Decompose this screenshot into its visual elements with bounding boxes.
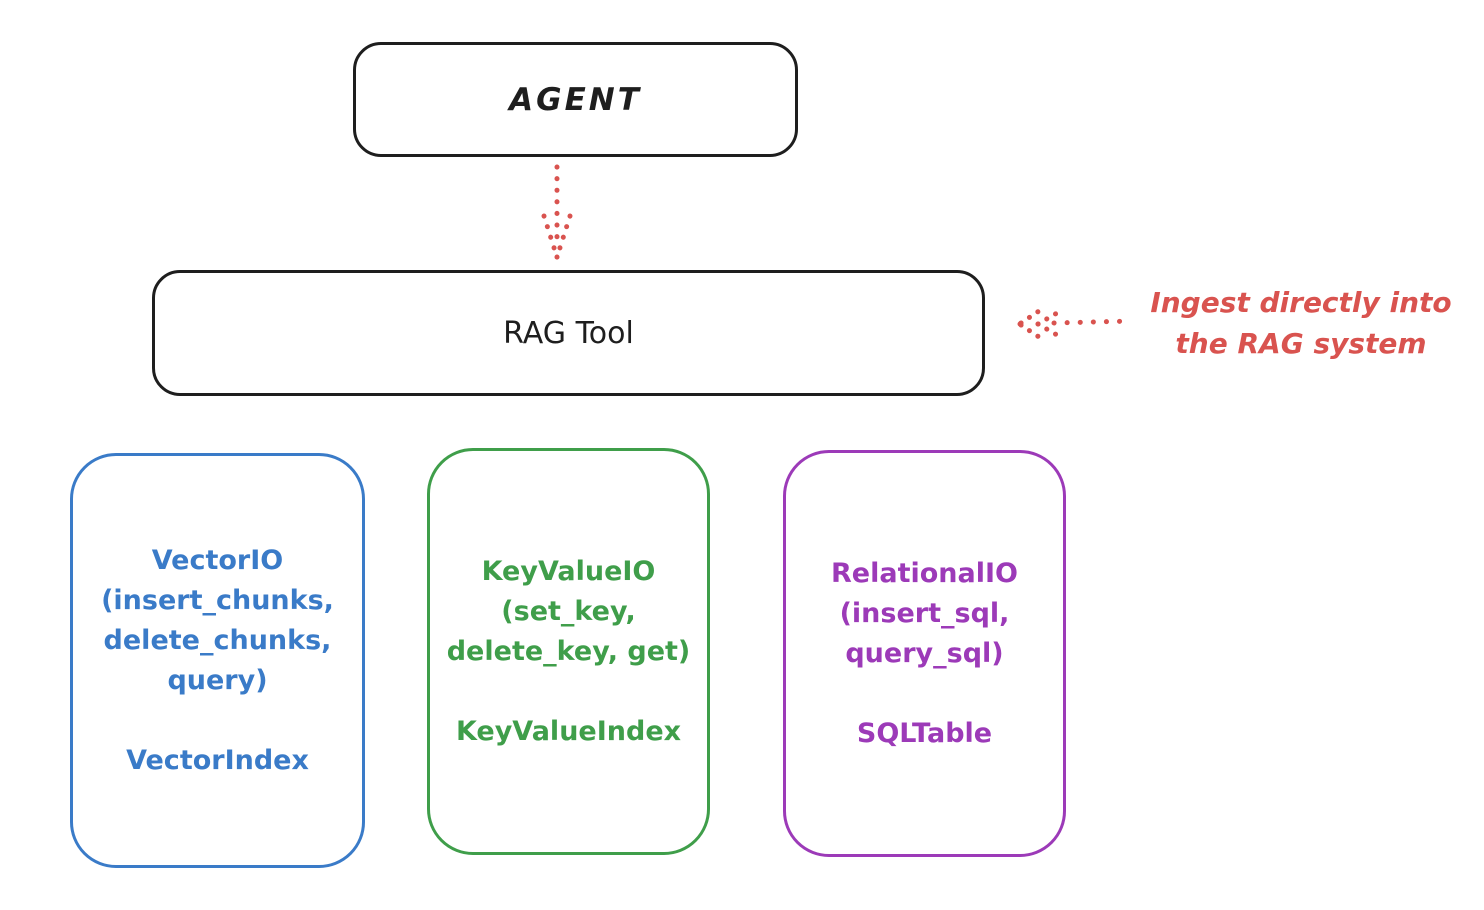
ingest-annotation-line1: Ingest directly into [1150,286,1452,319]
relational-io-box: RelationalIO (insert_sql, query_sql) SQL… [783,450,1066,857]
rag-tool-box: RAG Tool [152,270,985,396]
agent-label: AGENT [509,81,642,118]
rag-tool-label: RAG Tool [503,315,634,351]
ingest-annotation: Ingest directly into the RAG system [1128,282,1474,364]
keyvalue-index-label: KeyValueIndex [455,715,682,747]
relational-io-methods-line2: query_sql) [845,637,1004,669]
ingest-annotation-line2: the RAG system [1175,327,1427,360]
relational-io-title: RelationalIO [831,557,1018,589]
vector-io-methods-line1: (insert_chunks, [101,584,334,616]
vector-io-methods-line3: query) [167,664,268,696]
vector-io-title: VectorIO [151,544,284,576]
keyvalue-io-title: KeyValueIO [481,555,656,587]
relational-io-methods-line1: (insert_sql, [839,597,1010,629]
keyvalue-io-methods-line2: delete_key, get) [446,635,691,667]
vector-index-label: VectorIndex [126,744,309,776]
vector-io-box: VectorIO (insert_chunks, delete_chunks, … [70,453,365,868]
ingest-dotted-arrow-icon [1017,306,1135,342]
keyvalue-io-methods-line1: (set_key, [501,595,636,627]
agent-to-ragtool-dotted-arrow-icon [541,164,573,260]
sql-table-label: SQLTable [856,717,993,749]
agent-box: AGENT [353,42,798,157]
vector-io-methods-line2: delete_chunks, [103,624,332,656]
keyvalue-io-box: KeyValueIO (set_key, delete_key, get) Ke… [427,448,710,855]
